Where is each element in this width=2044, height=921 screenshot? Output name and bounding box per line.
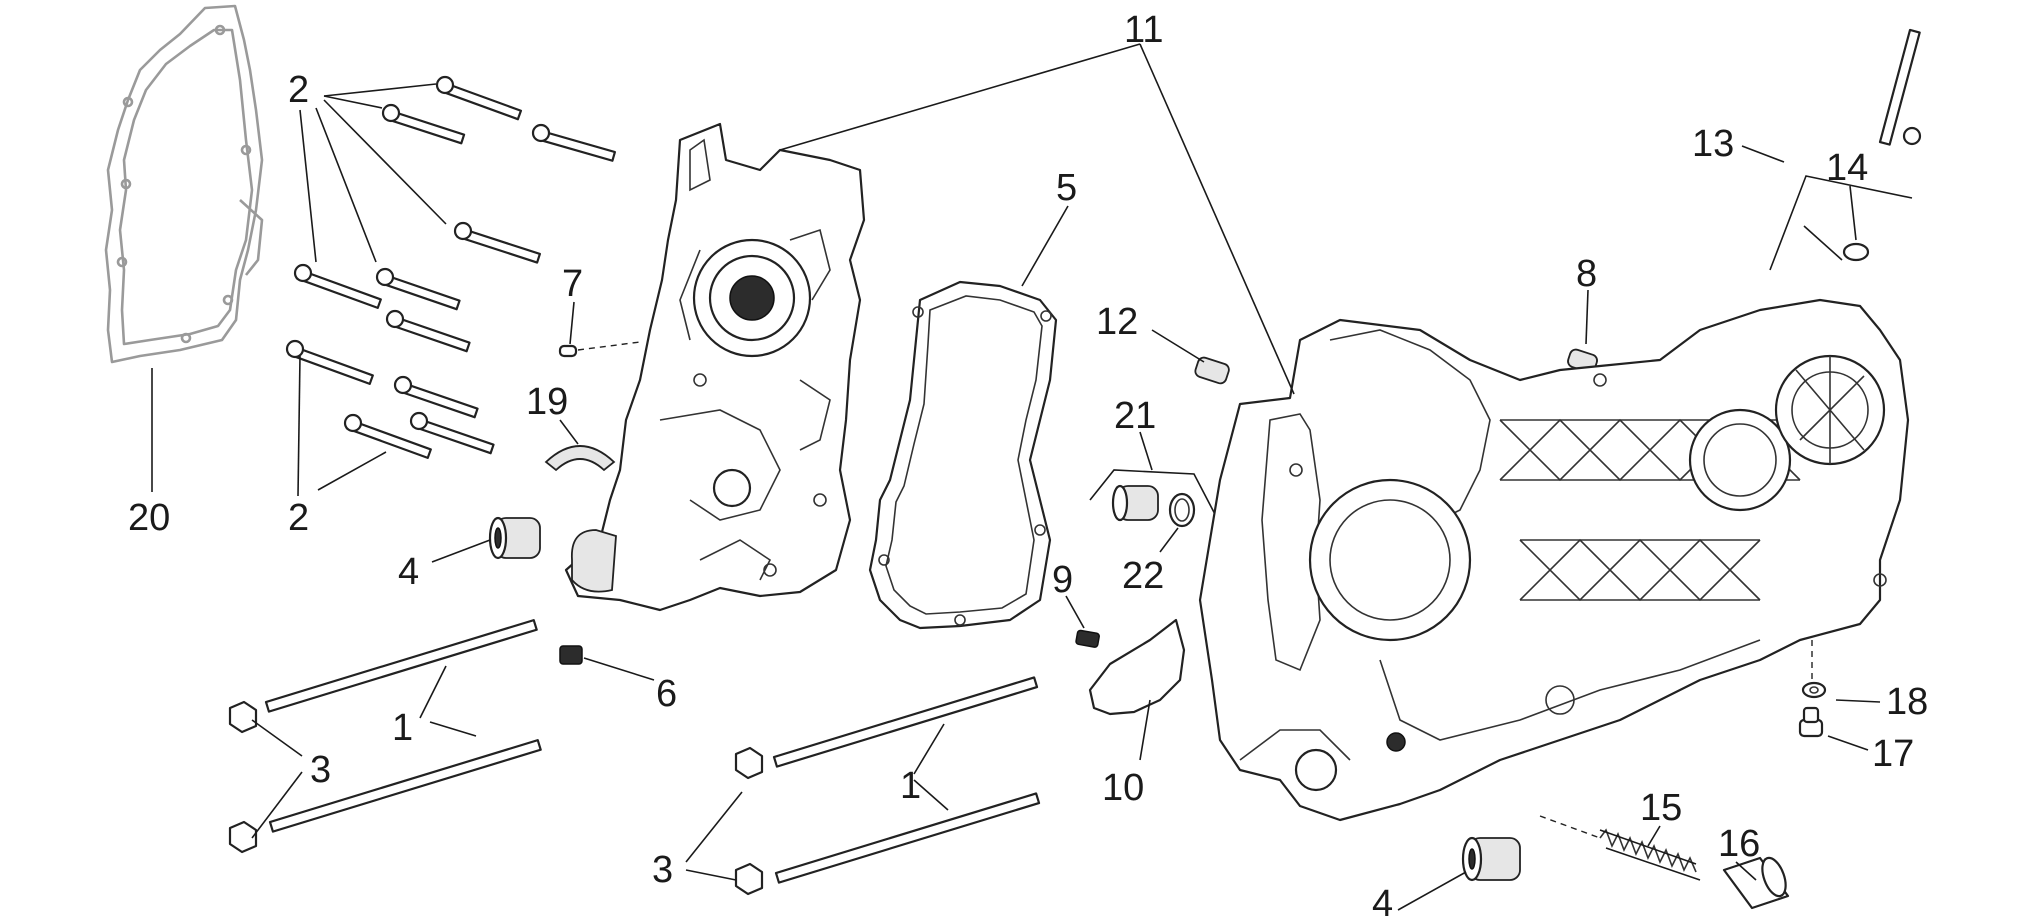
label-3-left: 3 [310, 749, 331, 791]
stud [774, 792, 1041, 884]
left-crankcase-half [564, 122, 866, 612]
label-2-top: 2 [288, 69, 309, 111]
label-19: 19 [526, 381, 568, 423]
part-21-22-assembly [1089, 469, 1219, 528]
label-20: 20 [128, 497, 170, 539]
part-9-screw [1075, 629, 1100, 648]
part-5-gasket [868, 280, 1058, 630]
bolt [385, 309, 471, 353]
leader-lines [151, 43, 1881, 911]
right-crankcase-half [1198, 298, 1910, 822]
label-5: 5 [1056, 167, 1077, 209]
label-4-right: 4 [1372, 883, 1393, 921]
part-4-bushing-left [488, 516, 541, 560]
bolt [409, 411, 495, 455]
label-18: 18 [1886, 681, 1928, 723]
label-11: 11 [1124, 9, 1163, 51]
part-19-bearing-shell [544, 445, 616, 472]
part-17-screw [1798, 706, 1824, 738]
label-1-right: 1 [900, 765, 921, 807]
label-2-bottom: 2 [288, 497, 309, 539]
part-3-nuts [228, 700, 764, 896]
label-7: 7 [562, 263, 583, 305]
bolt [285, 339, 374, 385]
stud [772, 676, 1039, 768]
bolt [381, 103, 466, 145]
label-17: 17 [1872, 733, 1914, 775]
label-22: 22 [1122, 555, 1164, 597]
stud [264, 619, 538, 713]
callout-labels: 2 2 20 4 1 3 6 7 19 11 5 12 21 22 9 10 1… [128, 9, 1928, 921]
bolt [531, 123, 617, 162]
bolt [453, 221, 541, 264]
part-7-dowel-pin [558, 341, 641, 358]
label-10: 10 [1102, 767, 1144, 809]
part-15-spring [1599, 828, 1701, 881]
part-12-sleeve [1194, 356, 1230, 385]
label-12: 12 [1096, 301, 1138, 343]
label-8: 8 [1576, 253, 1597, 295]
part-18-washer [1801, 681, 1827, 699]
label-9: 9 [1052, 559, 1073, 601]
bolt [293, 263, 382, 309]
bolt [375, 267, 461, 311]
part-6-plug [559, 645, 583, 665]
label-1-left: 1 [392, 707, 413, 749]
label-4-left: 4 [398, 551, 419, 593]
bolt [435, 75, 523, 121]
label-16: 16 [1718, 823, 1760, 865]
bolt [343, 413, 432, 459]
part-10-bracket [1088, 618, 1186, 716]
bolt [393, 375, 479, 419]
label-15: 15 [1640, 787, 1682, 829]
part-1-studs [264, 619, 1041, 884]
label-6: 6 [656, 673, 677, 715]
part-16-piston [1722, 856, 1790, 910]
part-2-bolts [285, 75, 617, 459]
label-3-right: 3 [652, 849, 673, 891]
part-20-gasket [104, 4, 264, 364]
part-13-14-assembly [1769, 28, 1922, 271]
part-4-bushing-right [1461, 836, 1521, 882]
label-14: 14 [1826, 147, 1868, 189]
stud [268, 739, 542, 833]
label-21: 21 [1114, 395, 1156, 437]
label-13: 13 [1692, 123, 1734, 165]
